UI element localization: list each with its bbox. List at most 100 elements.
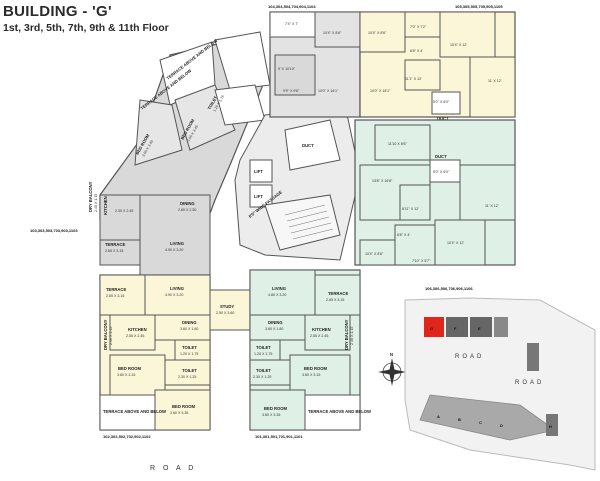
br-dining-label: DINING bbox=[268, 320, 283, 325]
unit-tag-bottom-right: 101,301,501,701,901,1101 bbox=[255, 434, 303, 439]
tr-dim-h: 10'0" X 16'1" bbox=[370, 89, 391, 93]
block-f-label: F bbox=[454, 326, 457, 331]
north-arrow-icon: N bbox=[378, 352, 406, 386]
lift-label-a: LIFT bbox=[254, 169, 263, 174]
road-label-2: ROAD bbox=[515, 380, 544, 386]
green-flat-right: 11'10 X 8'6" 5'0" X 6'0" 13'8" X 16'8" 8… bbox=[354, 119, 516, 291]
br-terrace-label: TERRACE bbox=[328, 291, 348, 296]
br-toilet2-label: TOILET bbox=[256, 368, 271, 373]
lift-label-b: LIFT bbox=[254, 194, 263, 199]
study-dim: 2.50 X 3.60 bbox=[216, 311, 234, 315]
bl-terrace-dim: 2.65 X 3.15 bbox=[106, 294, 124, 298]
bl-dining-dim: 3.60 X 1.80 bbox=[180, 327, 198, 331]
block-tower bbox=[527, 343, 539, 371]
dry-balcony-l-dim: 2.40 X 1.15 bbox=[94, 194, 98, 212]
br-toilet1-label: TOILET bbox=[256, 345, 271, 350]
block-f: F bbox=[446, 317, 468, 337]
page-title: BUILDING - 'G' bbox=[3, 3, 112, 20]
green-flat-bottom-right: LIVING 4.80 X 3.20 TERRACE 2.65 X 3.15 D… bbox=[249, 269, 371, 439]
duct-label: DUCT bbox=[302, 143, 314, 148]
tr-dim-d: 6'8" X 4' bbox=[410, 49, 423, 53]
terrace-l-dim: 2.65 X 3.15 bbox=[105, 249, 123, 253]
tr-dim-c: 10'4" X 12' bbox=[450, 43, 467, 47]
bl-toilet2-label: TOILET bbox=[182, 368, 197, 373]
floor-subtitle: 1st, 3rd, 5th, 7th, 9th & 11th Floor bbox=[3, 22, 169, 34]
kitchen-l-dim: 2.30 X 2.45 bbox=[115, 209, 133, 213]
tc-dim-b: 10'4" X 8'6" bbox=[323, 31, 342, 35]
grey-flat-top: 7'4" X 7' 10'4" X 8'6" 9'9" X 9'6" 10'0"… bbox=[268, 4, 361, 118]
unit-tag-right: 106,306,506,706,906,1106 bbox=[425, 286, 473, 291]
tr-dim-a: 10'4" X 8'6" bbox=[368, 31, 387, 35]
rr-dim-c: 13'8" X 16'8" bbox=[372, 179, 393, 183]
unit-tag-top-right: 105,305,505,705,905,1105 bbox=[455, 4, 503, 9]
rr-dim-f: 6'8" X 4' bbox=[397, 233, 410, 237]
dining-l-label: DINING bbox=[180, 201, 195, 206]
rr-duct-label: DUCT bbox=[435, 154, 447, 159]
br-living-dim: 4.80 X 3.20 bbox=[268, 293, 286, 297]
bl-toilet2-dim: 2.30 X 1.25 bbox=[178, 375, 196, 379]
block-a-label: A bbox=[437, 414, 440, 419]
block-b-label: B bbox=[458, 417, 461, 422]
rr-dim-e: 11' X 12' bbox=[485, 204, 499, 208]
core-block: DUCT LIFT LIFT 8'0" WIDE PASSAGE bbox=[234, 104, 361, 261]
tr-dim-e: 11'1" X 12' bbox=[405, 77, 422, 81]
bottom-road-label: R O A D bbox=[150, 465, 196, 472]
block-misc bbox=[494, 317, 508, 337]
block-e: E bbox=[470, 317, 492, 337]
rr-dim-b: 5'0" X 6'0" bbox=[433, 170, 450, 174]
tr-dim-b: 7'0" X 7'2" bbox=[410, 25, 427, 29]
kitchen-l-label: KITCHEN bbox=[103, 196, 108, 215]
br-toilet2-dim: 2.30 X 1.25 bbox=[253, 375, 271, 379]
bl-bed1-dim: 3.60 X 3.15 bbox=[117, 373, 135, 377]
tr-duct-label: DUCT bbox=[437, 116, 449, 121]
bl-living-dim: 4.90 X 3.20 bbox=[165, 293, 183, 297]
bl-terrace-above-label: TERRACE ABOVE AND BELOW bbox=[103, 409, 166, 414]
bl-kitchen-dim: 2.55 X 2.45 bbox=[126, 334, 144, 338]
key-plan: G F E ROAD ROAD A B C D H bbox=[404, 297, 596, 471]
br-terrace-above-label: TERRACE ABOVE AND BELOW bbox=[308, 409, 371, 414]
tc-dim-c: 9'9" X 9'6" bbox=[283, 89, 300, 93]
bl-dry-label: DRY BALCONY bbox=[103, 319, 108, 350]
north-label: N bbox=[390, 352, 393, 357]
block-g-label: G bbox=[430, 326, 433, 331]
bl-bed1-label: BED ROOM bbox=[118, 366, 142, 371]
block-g: G bbox=[424, 317, 444, 337]
bl-living-label: LIVING bbox=[170, 286, 184, 291]
rr-dim-d: 8'11" X 12' bbox=[402, 207, 419, 211]
bl-dry-dim: 2.40 X 1.15 bbox=[109, 327, 113, 345]
bl-kitchen-label: KITCHEN bbox=[128, 327, 147, 332]
tc-dim-e: 9' X 10'10" bbox=[278, 67, 296, 71]
br-dry-label: DRY BALCONY bbox=[344, 319, 349, 350]
bl-toilet1-dim: 1.20 X 1.75 bbox=[180, 352, 198, 356]
br-bed2-label: BED ROOM bbox=[264, 406, 288, 411]
rr-dim-i: 10'4" X 8'6" bbox=[365, 252, 384, 256]
study-label: STUDY bbox=[220, 304, 234, 309]
br-terrace-dim: 2.65 X 3.15 bbox=[326, 298, 344, 302]
toilet-a-label: TOILET bbox=[207, 95, 219, 111]
unit-tag-top-center: 104,304,504,704,904,1104 bbox=[268, 4, 316, 9]
bl-dining-label: DINING bbox=[182, 320, 197, 325]
living-l-label: LIVING bbox=[170, 241, 184, 246]
block-d-label: D bbox=[500, 423, 503, 428]
br-living-label: LIVING bbox=[272, 286, 286, 291]
bl-bed2-label: BED ROOM bbox=[172, 404, 196, 409]
tc-dim-a: 7'4" X 7' bbox=[285, 22, 298, 26]
block-e-label: E bbox=[478, 326, 481, 331]
tc-dim-d: 10'0" X 16'1" bbox=[318, 89, 339, 93]
block-h-label: H bbox=[549, 424, 552, 429]
tr-dim-f: 11' X 12' bbox=[488, 79, 502, 83]
rr-dim-h: 7'10" X 5'7" bbox=[412, 259, 431, 263]
terrace-l-label: TERRACE bbox=[105, 242, 125, 247]
rr-dim-g: 10'4" X 12' bbox=[447, 241, 464, 245]
living-l-dim: 4.90 X 3.20 bbox=[165, 248, 183, 252]
br-bed2-dim: 3.60 X 3.35 bbox=[262, 413, 280, 417]
br-bed1-dim: 3.60 X 3.15 bbox=[302, 373, 320, 377]
road-label-1: ROAD bbox=[455, 354, 484, 360]
block-c-label: C bbox=[479, 420, 482, 425]
br-kitchen-dim: 2.55 X 2.45 bbox=[310, 334, 328, 338]
bl-terrace-label: TERRACE bbox=[106, 287, 126, 292]
dry-balcony-l-label: DRY BALCONY bbox=[88, 181, 93, 212]
unit-tag-left: 103,303,503,703,903,1103 bbox=[30, 228, 78, 233]
study-room: STUDY 2.50 X 3.60 bbox=[209, 289, 251, 331]
